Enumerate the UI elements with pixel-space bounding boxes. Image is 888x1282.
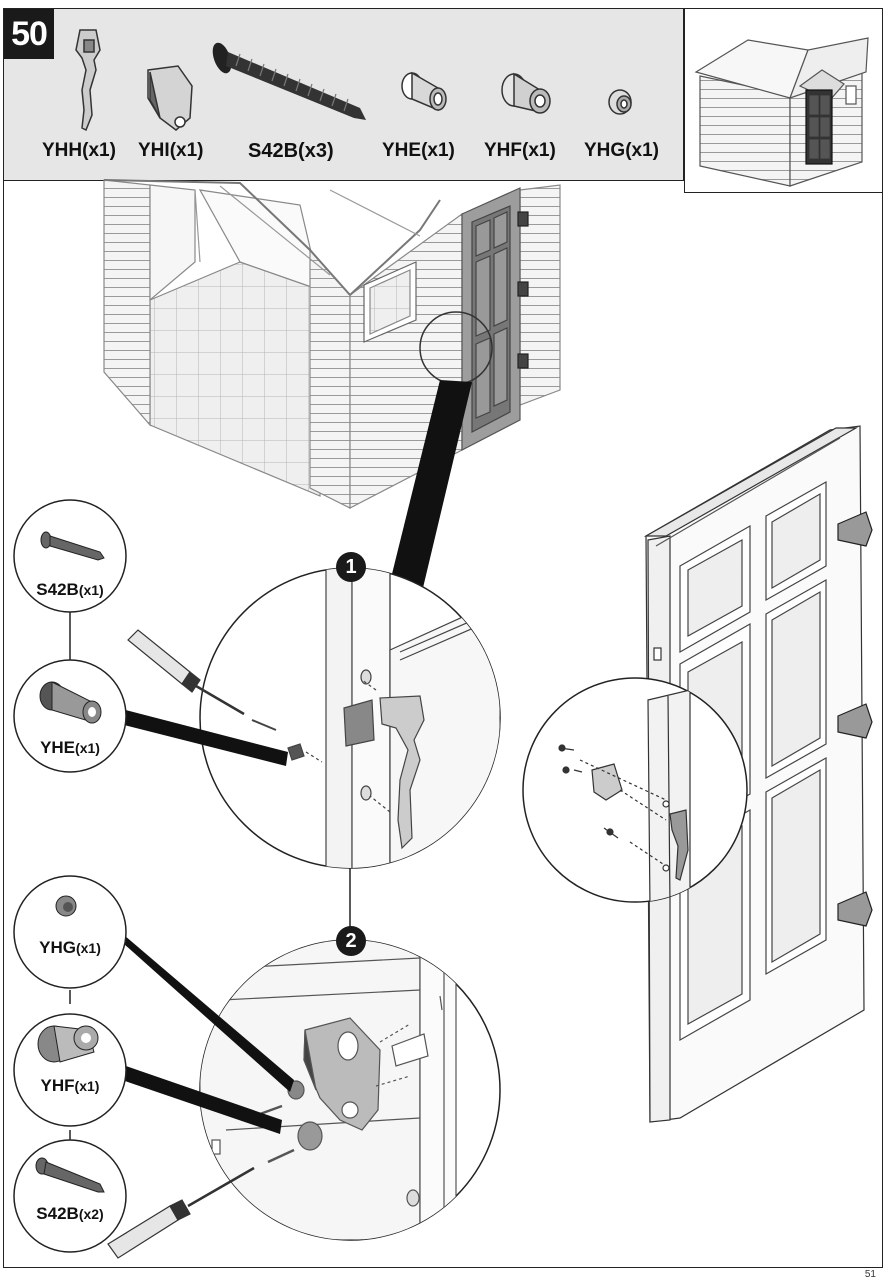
callout-pointer [120,1064,282,1134]
substep-badge-2: 2 [336,926,366,956]
part-label-yhg: YHG(x1) [584,140,659,161]
handle-detail-circle [199,567,501,869]
shed-main-illustration [103,179,561,509]
yhh-handle-icon [75,29,101,132]
page-frame [3,8,883,1268]
yhg-bushing-icon [608,89,632,115]
yhe-bushing-icon [401,71,447,112]
callout-circle-s42b-bottom [13,1139,127,1253]
part-label-yhf: YHF(x1) [484,140,556,161]
part-label-yhi: YHI(x1) [138,140,204,161]
yhi-latch-icon [147,65,193,131]
parts-bar [4,9,684,181]
callout-circle-s42b-top [13,499,127,613]
latch-detail-circle [199,939,501,1241]
callout-label-yhe: YHE(x1) [40,738,100,757]
callout-label-s42b-bottom: S42B(x2) [36,1204,104,1223]
part-label-yhh: YHH(x1) [42,140,116,161]
shed-thumbnail [694,37,869,187]
callout-label-yhg: YHG(x1) [39,938,101,957]
step-number: 50 [4,9,54,59]
part-label-s42b: S42B(x3) [248,140,334,162]
callout-circle-yhg [13,875,127,989]
substep-badge-1: 1 [336,552,366,582]
screwdriver-icon [107,1166,255,1259]
screwdriver-icon [127,629,245,716]
page-number: 51 [864,1269,876,1280]
callout-label-s42b-top: S42B(x1) [36,580,104,599]
callout-pointer [118,708,288,766]
callout-label-yhf: YHF(x1) [40,1076,100,1095]
exploded-detail-circle [522,677,748,903]
thumbnail-frame [684,9,882,193]
s42b-screw-icon [212,42,366,120]
callout-circle-yhe [13,659,127,773]
callout-circle-yhf [13,1013,127,1127]
callout-pointer [118,930,294,1092]
part-label-yhe: YHE(x1) [382,140,455,161]
yhf-bushing-icon [501,72,551,114]
callout-pointer [390,380,472,592]
